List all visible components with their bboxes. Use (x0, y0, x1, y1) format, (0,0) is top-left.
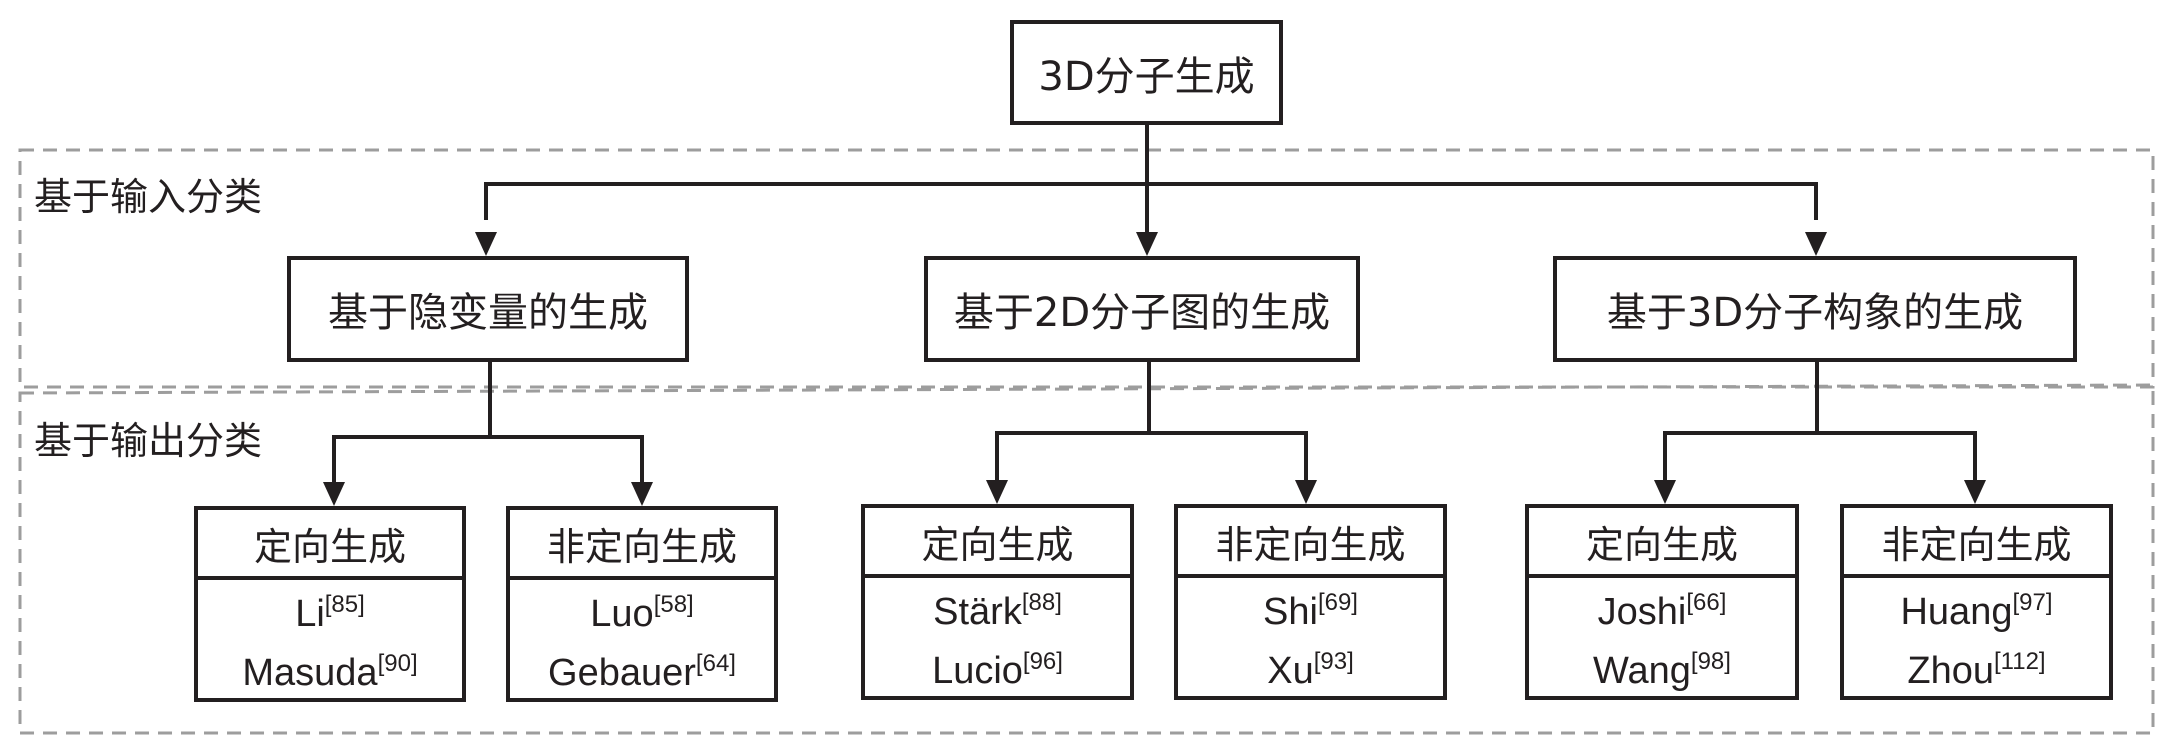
arrow-head (323, 482, 345, 506)
arrow-head (986, 480, 1008, 504)
reference-entry: Joshi[66] (1597, 589, 1727, 633)
leaf-2d-directed: 定向生成 Stärk[88] Lucio[96] (861, 504, 1134, 700)
output-classification-label: 基于输出分类 (34, 419, 263, 463)
branch-bus (484, 182, 1818, 220)
root-node: 3D分子生成 (1010, 20, 1283, 125)
reference-entry: Wang[98] (1593, 648, 1731, 692)
reference-entry: Shi[69] (1263, 589, 1358, 633)
leaf-refs: Shi[69] Xu[93] (1178, 578, 1443, 696)
leaf-refs: Joshi[66] Wang[98] (1529, 578, 1795, 696)
leaf-title: 定向生成 (865, 508, 1130, 578)
reference-entry: Stärk[88] (933, 589, 1062, 633)
leaf-title: 定向生成 (1529, 508, 1795, 578)
reference-entry: Huang[97] (1900, 589, 2053, 633)
leaf-title: 非定向生成 (1178, 508, 1443, 578)
input-region-frame (18, 148, 2155, 389)
branch-node-2d-graph: 基于2D分子图的生成 (924, 256, 1360, 362)
arrow-head (1964, 480, 1986, 504)
leaf-refs: Luo[58] Gebauer[64] (510, 580, 774, 698)
reference-entry: Xu[93] (1267, 648, 1354, 692)
leaf-latent-directed: 定向生成 Li[85] Masuda[90] (194, 506, 466, 702)
branch-node-label: 基于隐变量的生成 (328, 290, 648, 336)
input-classification-label: 基于输入分类 (34, 175, 263, 219)
reference-entry: Gebauer[64] (548, 650, 736, 694)
branch-node-label: 基于3D分子构象的生成 (1606, 290, 2024, 336)
reference-entry: Luo[58] (590, 591, 694, 635)
arrow-head (1805, 232, 1827, 256)
leaf-bus (1663, 431, 1977, 482)
branch-node-3d-conformation: 基于3D分子构象的生成 (1553, 256, 2077, 362)
leaf-2d-undirected: 非定向生成 Shi[69] Xu[93] (1174, 504, 1447, 700)
arrow-head (1295, 480, 1317, 504)
leaf-3d-undirected: 非定向生成 Huang[97] Zhou[112] (1840, 504, 2113, 700)
arrow-head (1136, 232, 1158, 256)
leaf-title: 定向生成 (198, 510, 462, 580)
leaf-title: 非定向生成 (1844, 508, 2109, 578)
leaf-refs: Li[85] Masuda[90] (198, 580, 462, 698)
leaf-bus (995, 431, 1308, 482)
leaf-refs: Stärk[88] Lucio[96] (865, 578, 1130, 696)
root-node-label: 3D分子生成 (1038, 53, 1255, 100)
leaf-title: 非定向生成 (510, 510, 774, 580)
reference-entry: Li[85] (295, 591, 365, 635)
branch-node-label: 基于2D分子图的生成 (953, 290, 1331, 336)
arrow-head (631, 482, 653, 506)
leaf-3d-directed: 定向生成 Joshi[66] Wang[98] (1525, 504, 1799, 700)
leaf-bus (332, 435, 644, 484)
branch-node-latent: 基于隐变量的生成 (287, 256, 689, 362)
leaf-refs: Huang[97] Zhou[112] (1844, 578, 2109, 696)
reference-entry: Zhou[112] (1907, 648, 2046, 692)
arrow-head (475, 232, 497, 256)
reference-entry: Masuda[90] (242, 650, 418, 694)
leaf-latent-undirected: 非定向生成 Luo[58] Gebauer[64] (506, 506, 778, 702)
arrow-head (1654, 480, 1676, 504)
output-region-frame (18, 383, 2155, 735)
reference-entry: Lucio[96] (932, 648, 1063, 692)
